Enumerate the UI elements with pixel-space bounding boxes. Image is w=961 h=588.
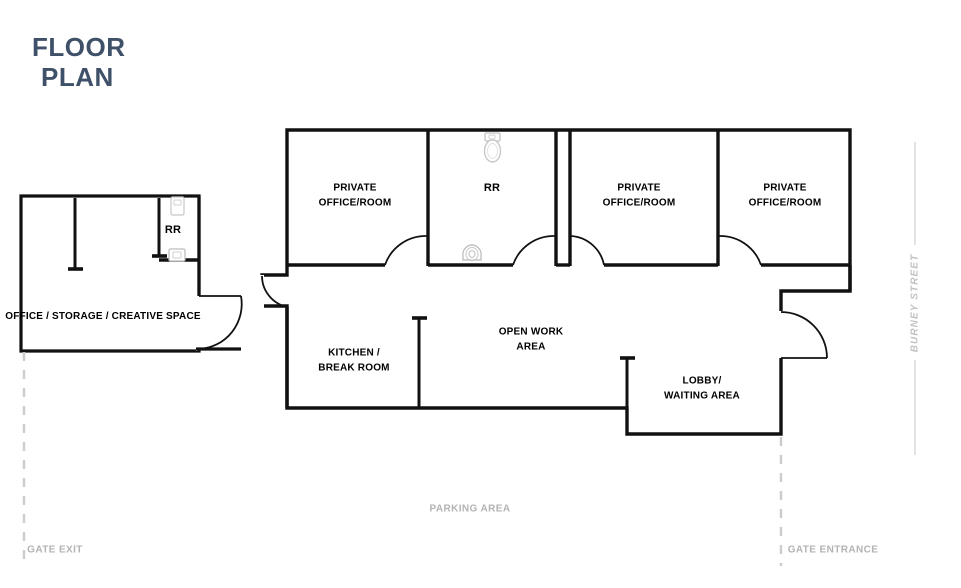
room-label-line-1: PRIVATE	[617, 182, 661, 194]
door-restroom-main	[512, 235, 557, 266]
main-entrance-door	[778, 311, 828, 359]
page-title-line-2: PLAN	[41, 61, 114, 92]
site-label-gate-entrance: GATE ENTRANCE	[787, 544, 879, 556]
room-label-open-work-area: OPEN WORK AREA	[499, 326, 564, 355]
room-label-line-1: OPEN WORK	[498, 326, 564, 338]
room-label-line-2: OFFICE/ROOM	[318, 197, 392, 208]
office-band-south-wall	[287, 263, 852, 291]
room-label-line-1: PRIVATE	[763, 182, 807, 194]
room-label-line-2: OFFICE/ROOM	[748, 197, 822, 208]
toilet-main-rr-icon	[483, 132, 502, 163]
page-title: FLOOR PLAN	[32, 32, 126, 93]
room-label-line-2: AREA	[516, 341, 546, 352]
room-label-line-1: KITCHEN /	[328, 347, 380, 359]
floor-drain-main-rr-icon	[462, 244, 482, 261]
room-label-lobby-waiting-area: LOBBY/ WAITING AREA	[664, 375, 740, 404]
room-label-line-1: RR	[164, 224, 182, 237]
room-label-line-1: RR	[483, 182, 501, 195]
door-private-office-1	[384, 235, 429, 266]
site-label-burney-street: BURNEY STREET	[909, 253, 921, 353]
door-private-office-3	[717, 235, 762, 266]
site-label-gate-exit: GATE EXIT	[27, 544, 83, 556]
room-label-line-1: OFFICE / STORAGE / CREATIVE SPACE	[5, 310, 201, 322]
room-label-line-1: PRIVATE	[333, 182, 377, 194]
room-label-private-office-1: PRIVATE OFFICE/ROOM	[319, 182, 392, 211]
room-label-restroom-annex: RR	[165, 223, 181, 239]
room-label-private-office-3: PRIVATE OFFICE/ROOM	[749, 182, 822, 211]
page-title-line-1: FLOOR	[32, 32, 126, 62]
room-label-office-storage-creative-space: OFFICE / STORAGE / CREATIVE SPACE	[5, 310, 201, 325]
toilet-annex-rr-icon	[170, 196, 185, 216]
site-label-parking-area: PARKING AREA	[429, 503, 511, 515]
sink-annex-rr-icon	[168, 248, 186, 262]
room-label-restroom-main: RR	[484, 181, 500, 197]
room-label-line-2: WAITING AREA	[664, 390, 740, 401]
room-label-line-1: LOBBY/	[682, 375, 722, 387]
door-kitchen-west	[260, 275, 289, 408]
room-label-private-office-2: PRIVATE OFFICE/ROOM	[603, 182, 676, 211]
room-label-kitchen-break-room: KITCHEN / BREAK ROOM	[318, 347, 389, 376]
annex-building-walls	[19, 194, 243, 353]
kitchen-partition-wall	[412, 316, 427, 408]
lobby-partition-wall	[620, 356, 635, 434]
door-private-office-2	[569, 235, 605, 266]
room-label-line-2: OFFICE/ROOM	[602, 197, 676, 208]
room-label-line-2: BREAK ROOM	[318, 362, 390, 373]
